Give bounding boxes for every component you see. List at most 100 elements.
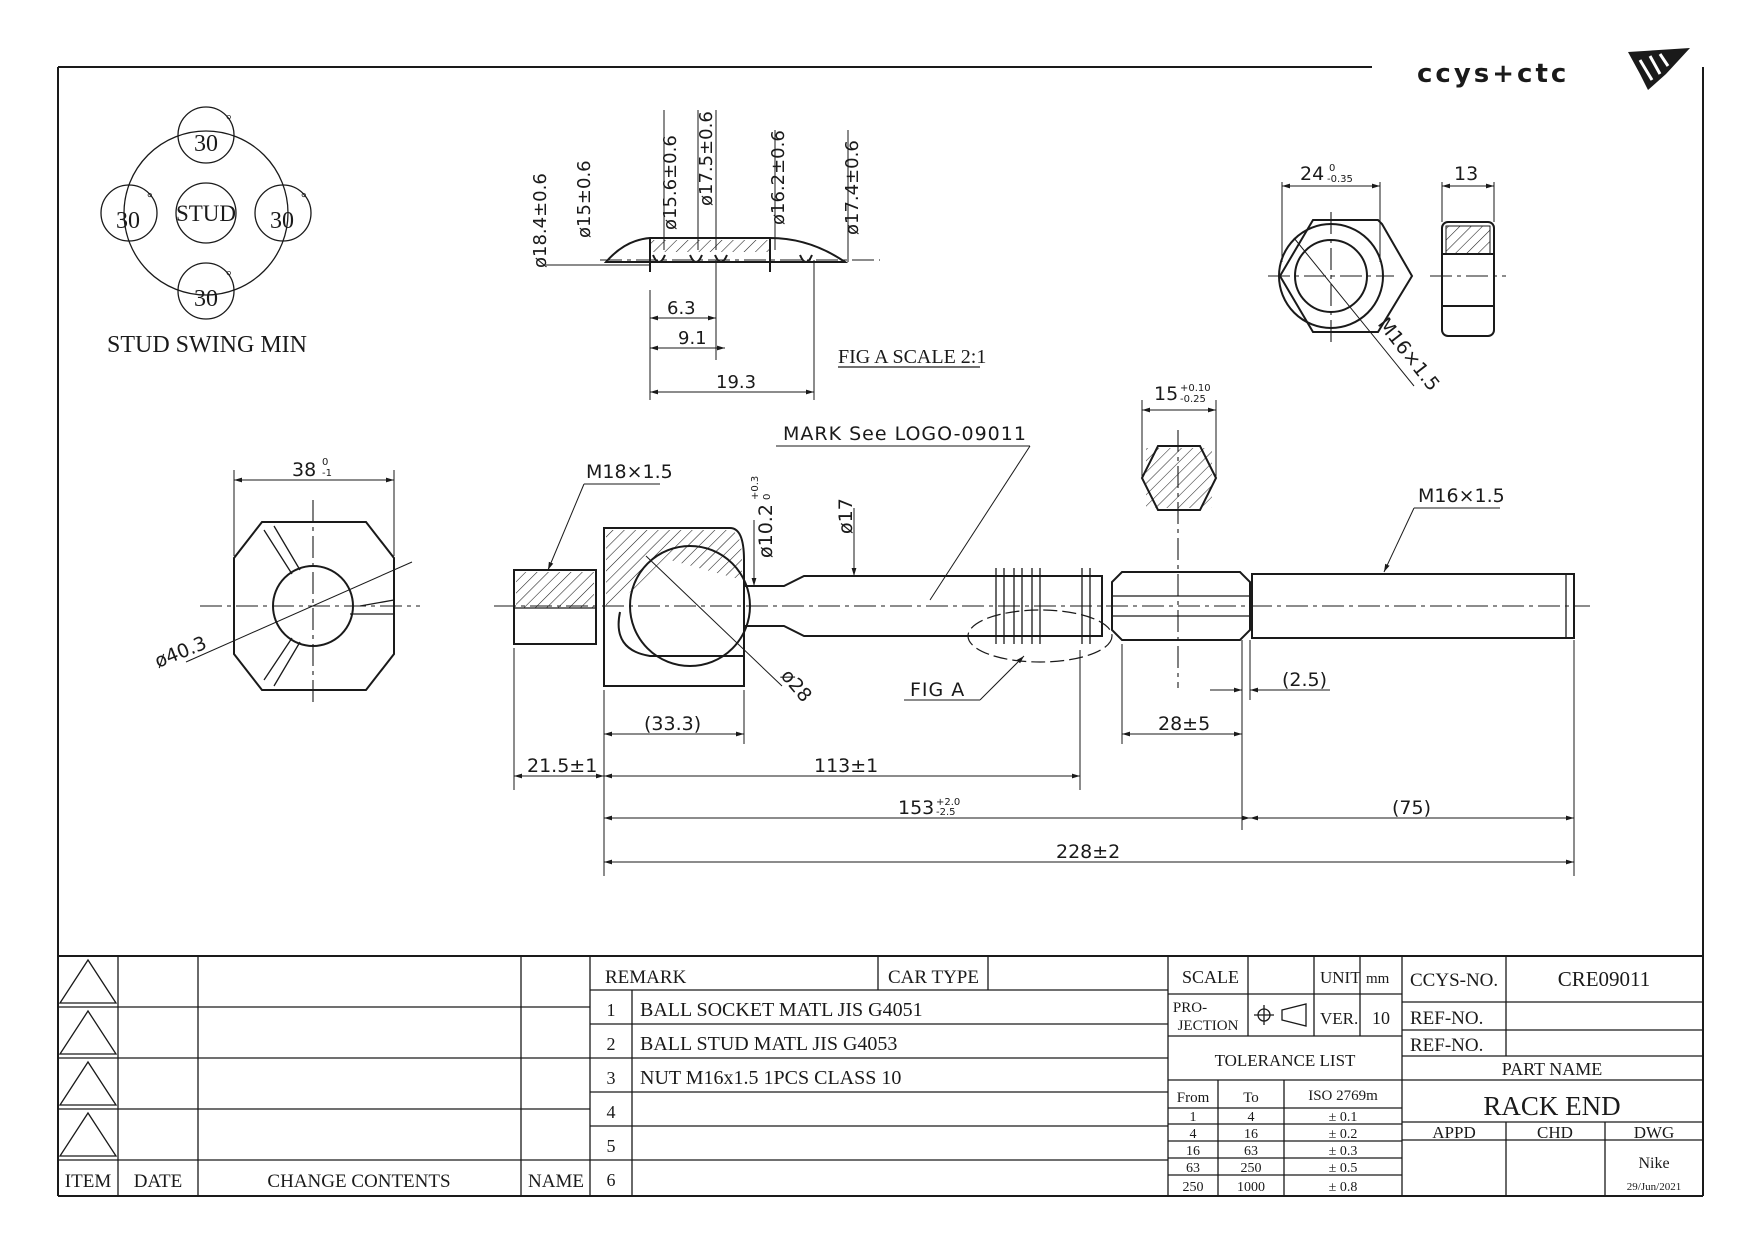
svg-text:16: 16 — [1186, 1144, 1200, 1159]
drawing-date: 29/Jun/2021 — [1627, 1181, 1681, 1193]
nut-thickness: 13 — [1454, 163, 1478, 185]
socket-width-upper: 0 — [322, 457, 328, 468]
header-change-contents: CHANGE CONTENTS — [267, 1171, 450, 1192]
svg-text:63: 63 — [1244, 1144, 1258, 1159]
ref-no-label-2: REF-NO. — [1410, 1035, 1483, 1056]
socket-width-lower: -1 — [322, 468, 332, 479]
header-name: NAME — [528, 1171, 584, 1192]
socket-end-view: 38 0 -1 ø40.3 — [152, 457, 420, 706]
svg-text:°: ° — [226, 113, 232, 128]
neck-diameter-upper: +0.3 — [750, 476, 761, 500]
svg-text:From: From — [1177, 1090, 1210, 1106]
dim-113: 113±1 — [814, 755, 878, 777]
swing-top: 30 — [194, 131, 218, 157]
shaft-diameter: ø17 — [835, 498, 857, 534]
dim-33-3: (33.3) — [644, 713, 701, 735]
fig-a-l2: 9.1 — [678, 328, 707, 349]
fig-a-d2: ø15±0.6 — [574, 160, 595, 238]
nut-thread: M16×1.5 — [1373, 314, 1444, 396]
ref-no-label-1: REF-NO. — [1410, 1008, 1483, 1029]
scale-label: SCALE — [1182, 967, 1239, 987]
rack-end-assembly: MARK See LOGO-09011 15 +0.10 -0.25 M18×1… — [494, 383, 1590, 876]
svg-text:1000: 1000 — [1237, 1180, 1265, 1195]
remark-3: NUT M16x1.5 1PCS CLASS 10 — [640, 1067, 901, 1089]
svg-text:250: 250 — [1241, 1161, 1262, 1176]
svg-text:°: ° — [301, 191, 307, 206]
remark-1: BALL SOCKET MATL JIS G4051 — [640, 999, 923, 1021]
svg-text:5: 5 — [607, 1136, 616, 1156]
nut-views: 24 0 -0.35 13 M16×1.5 — [1268, 163, 1506, 395]
svg-text:± 0.2: ± 0.2 — [1329, 1127, 1358, 1142]
svg-text:6: 6 — [607, 1170, 616, 1190]
fig-a-d3: ø15.6±0.6 — [660, 135, 681, 230]
dim-2-5: (2.5) — [1282, 669, 1327, 691]
header-item: ITEM — [65, 1171, 112, 1192]
svg-text:± 0.8: ± 0.8 — [1329, 1180, 1358, 1195]
svg-text:± 0.1: ± 0.1 — [1329, 1110, 1358, 1125]
tolerance-title: TOLERANCE LIST — [1215, 1051, 1356, 1070]
fig-a-l1: 6.3 — [667, 298, 696, 319]
header-date: DATE — [134, 1171, 183, 1192]
neck-diameter-lower: 0 — [762, 494, 773, 500]
sheet-border — [57, 66, 1704, 1197]
dim-28-5: 28±5 — [1158, 713, 1210, 735]
svg-text:± 0.3: ± 0.3 — [1329, 1144, 1358, 1159]
ver-value: 10 — [1372, 1008, 1390, 1028]
dim-153-upper: +2.0 — [936, 797, 960, 808]
dim-153-base: 153 — [898, 797, 934, 819]
swing-right: 30 — [270, 208, 294, 234]
ccys-label: CCYS-NO. — [1410, 970, 1498, 991]
part-name: RACK END — [1483, 1091, 1620, 1121]
svg-text:4: 4 — [607, 1102, 616, 1122]
dwg-label: DWG — [1634, 1123, 1675, 1142]
fig-a-l3: 19.3 — [716, 372, 756, 393]
socket-diameter: ø40.3 — [152, 632, 210, 673]
fig-a-d6: ø17.4±0.6 — [842, 140, 863, 235]
nut-width-upper: 0 — [1329, 163, 1335, 174]
mark-callout: MARK See LOGO-09011 — [783, 423, 1027, 445]
unit-value: mm — [1366, 971, 1390, 987]
hex-size-lower: -0.25 — [1180, 394, 1206, 405]
svg-text:°: ° — [147, 191, 153, 206]
svg-text:16: 16 — [1244, 1127, 1258, 1142]
brand-logo-text: ccys+ctc — [1417, 59, 1569, 89]
ball-diameter: ø28 — [776, 665, 816, 707]
svg-text:ISO 2769m: ISO 2769m — [1308, 1088, 1378, 1104]
svg-text:PRO-: PRO- — [1173, 1000, 1207, 1016]
ccys-value: CRE09011 — [1558, 967, 1651, 991]
socket-width-base: 38 — [292, 459, 316, 481]
dim-75: (75) — [1392, 797, 1431, 819]
dim-228: 228±2 — [1056, 841, 1120, 863]
fig-a-d1: ø18.4±0.6 — [530, 173, 551, 268]
stud-swing-diagram: 30 30 30 30 ° ° ° ° STUD STUD SWING MIN — [100, 106, 312, 358]
svg-text:63: 63 — [1186, 1161, 1200, 1176]
fig-a-d4: ø17.5±0.6 — [696, 111, 717, 206]
brand-logo: ccys+ctc — [1417, 48, 1690, 90]
nut-width-lower: -0.35 — [1327, 174, 1353, 185]
svg-text:1: 1 — [1190, 1110, 1197, 1125]
hex-size-upper: +0.10 — [1180, 383, 1211, 394]
title-block: ITEM DATE CHANGE CONTENTS NAME REMARK CA… — [58, 955, 1703, 1196]
drawn-by: Nike — [1638, 1155, 1669, 1172]
svg-text:4: 4 — [1190, 1127, 1197, 1142]
svg-text:°: ° — [226, 269, 232, 284]
svg-text:2: 2 — [607, 1034, 616, 1054]
projection-label: JECTION — [1178, 1018, 1239, 1034]
ver-label: VER. — [1320, 1009, 1358, 1028]
fig-a-detail: ø18.4±0.6 ø15±0.6 ø15.6±0.6 ø17.5±0.6 ø1… — [530, 110, 986, 400]
nut-width-base: 24 — [1300, 163, 1324, 185]
swing-bottom: 30 — [194, 286, 218, 312]
thread-left: M18×1.5 — [586, 461, 673, 483]
fig-a-reference: FIG A — [910, 679, 965, 701]
dim-21-5: 21.5±1 — [527, 755, 597, 777]
svg-text:4: 4 — [1248, 1110, 1255, 1125]
swing-left: 30 — [116, 208, 140, 234]
swing-center-label: STUD — [176, 201, 236, 226]
part-name-label: PART NAME — [1502, 1059, 1602, 1079]
svg-text:1: 1 — [607, 1000, 616, 1020]
neck-diameter-base: ø10.2 — [755, 504, 777, 558]
svg-text:250: 250 — [1183, 1180, 1204, 1195]
chd-label: CHD — [1537, 1123, 1573, 1142]
fig-a-caption: FIG A SCALE 2:1 — [838, 346, 986, 368]
